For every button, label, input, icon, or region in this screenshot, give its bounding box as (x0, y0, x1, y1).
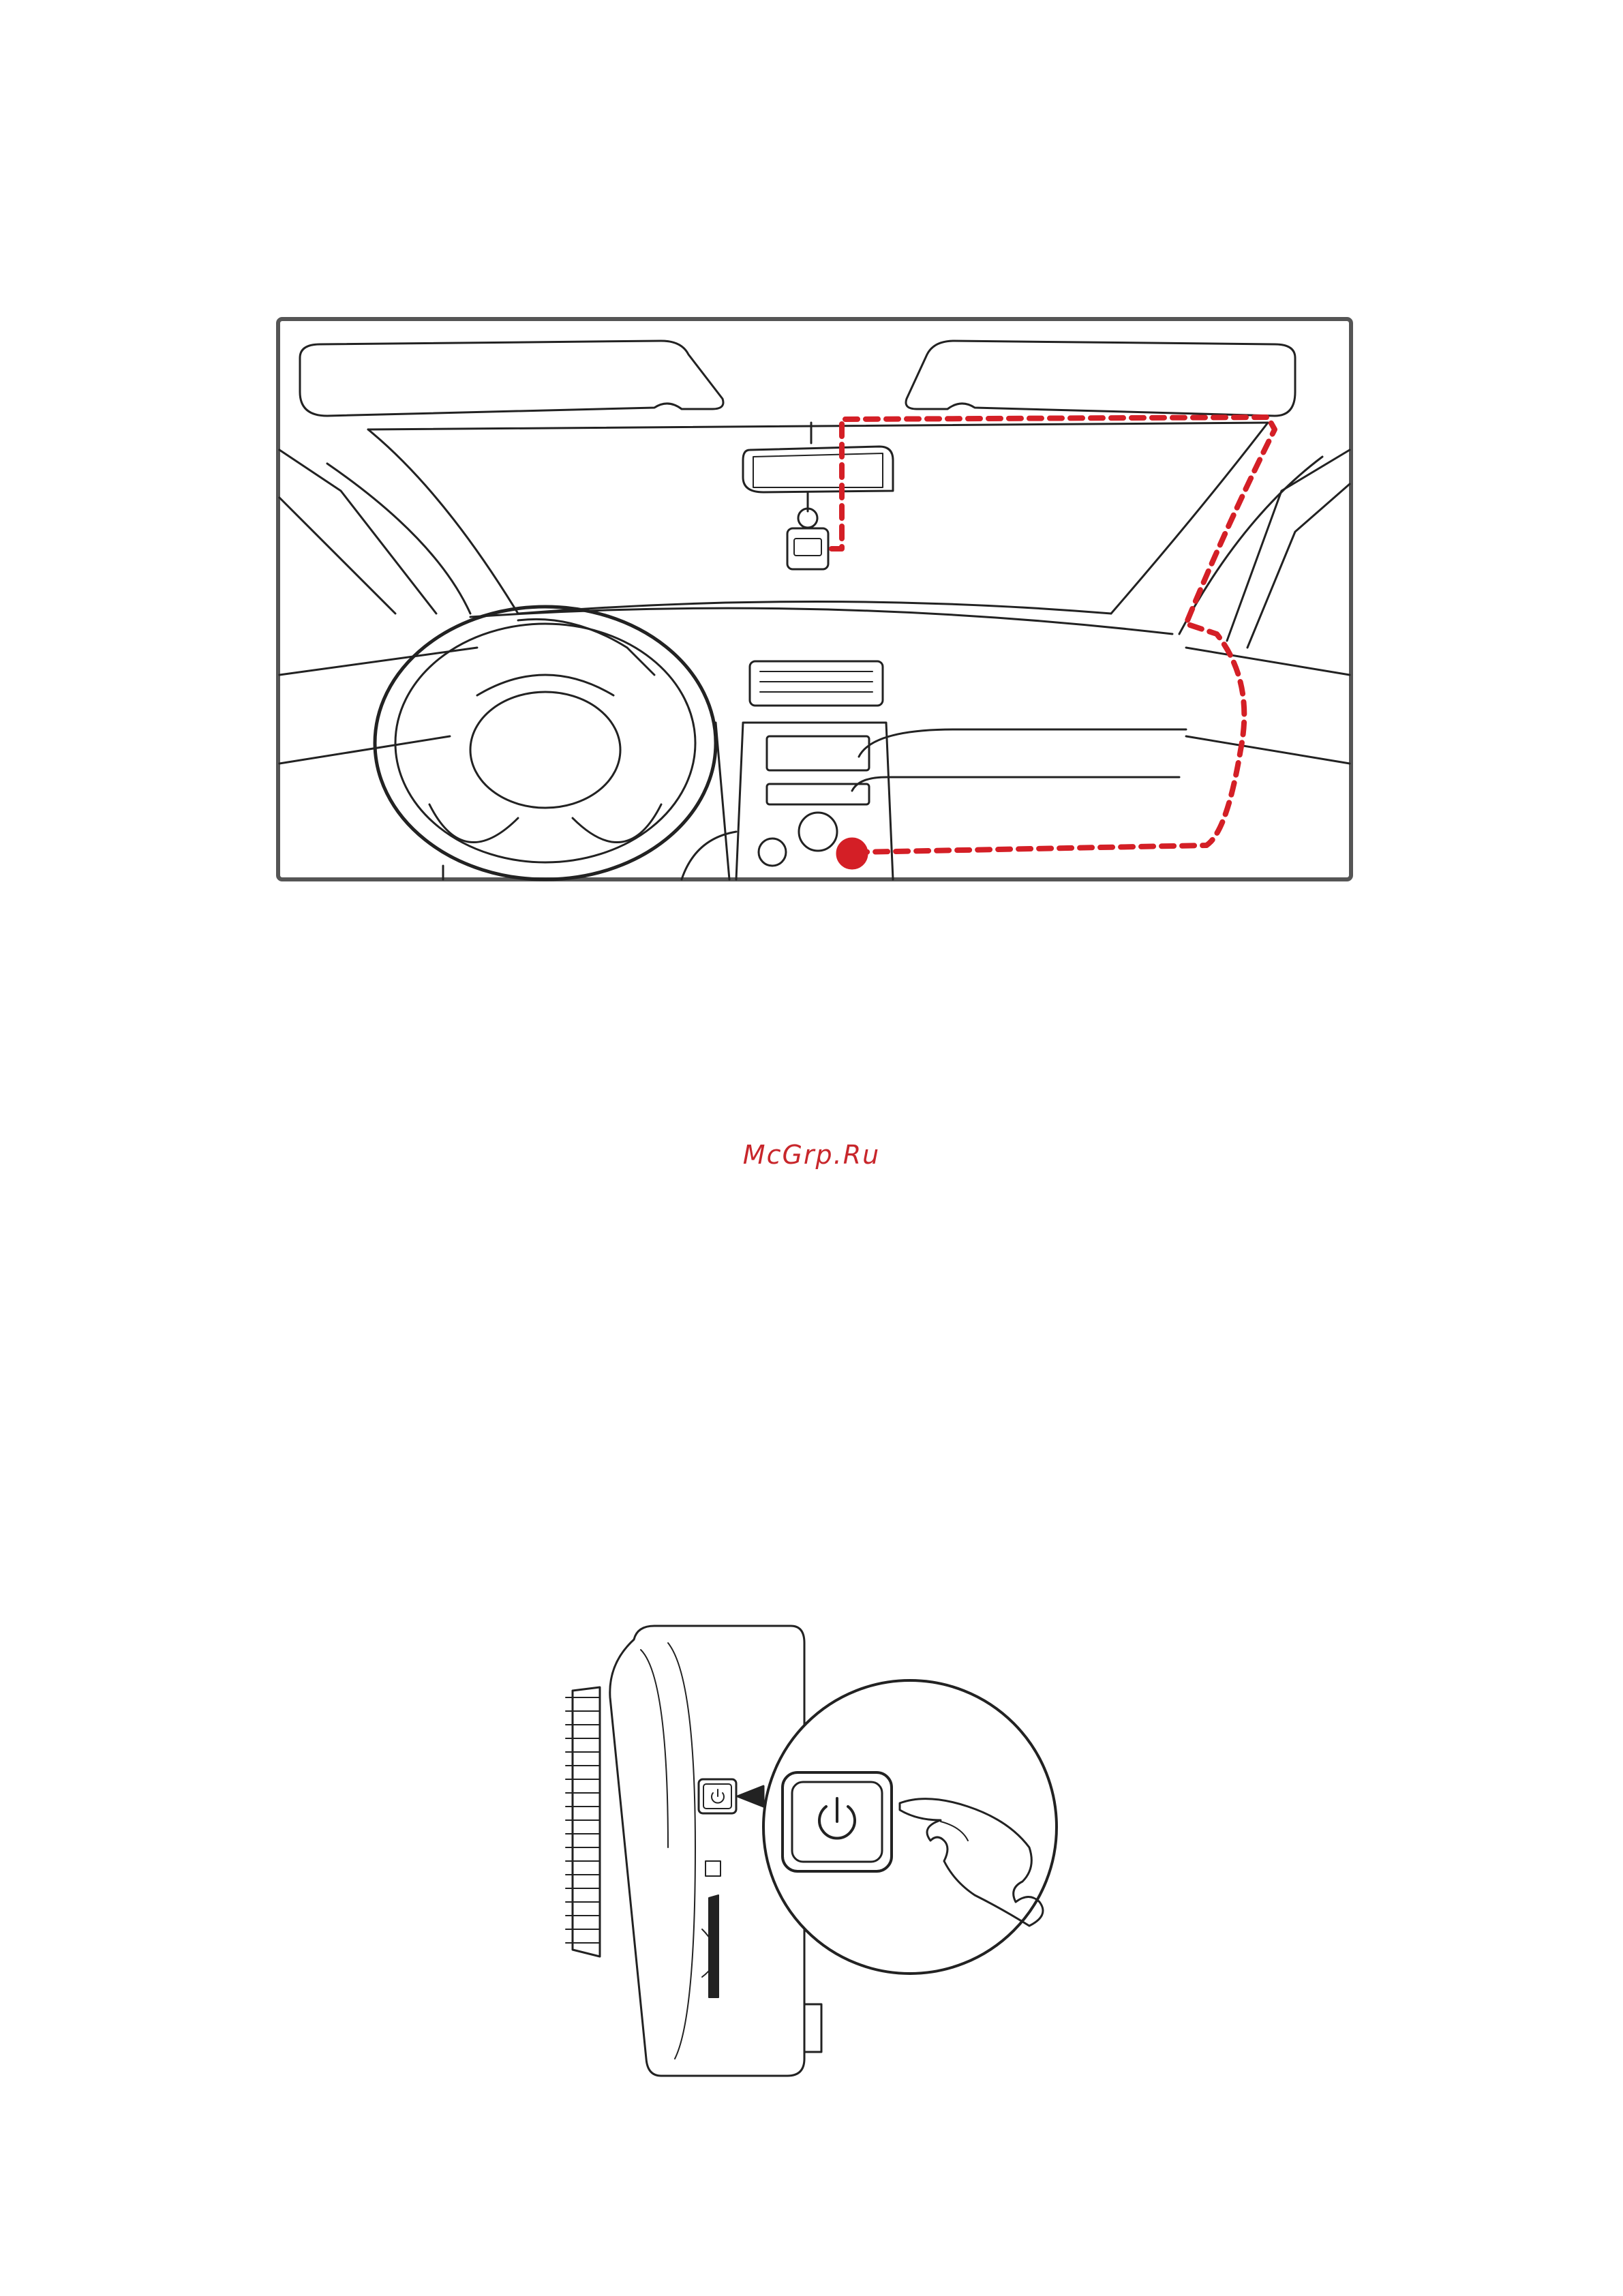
right-door-line (1227, 450, 1350, 641)
bottom-bracket (804, 2004, 821, 2052)
dashcam-lens-box (794, 539, 821, 556)
right-a-pillar (1111, 423, 1268, 614)
left-a-pillar-inner (327, 464, 470, 614)
left-sun-visor (300, 341, 723, 416)
steering-hub (470, 692, 620, 808)
lighter-socket (759, 839, 786, 866)
right-door-trim (1186, 648, 1350, 675)
dash-top-2 (470, 608, 1172, 634)
dashcam-side-illustration (559, 1622, 1070, 2086)
card-icon (706, 1861, 721, 1876)
vent-slats (760, 671, 873, 692)
callout-pointer (738, 1786, 763, 1807)
left-door-trim-low (279, 736, 450, 764)
body-contour (668, 1643, 695, 2059)
windshield-top (368, 423, 1268, 429)
steering-spoke-left (429, 804, 518, 843)
watermark-text: McGrp.Ru (0, 1140, 1623, 1170)
center-vent (750, 661, 883, 706)
column-right (716, 723, 729, 879)
car-interior-illustration (273, 314, 1356, 886)
power-button-illustration (559, 1622, 1070, 2086)
glovebox-line (859, 729, 1186, 757)
right-sun-visor (906, 341, 1295, 416)
steering-wheel-outer (375, 607, 716, 879)
cable-route-dashed (832, 417, 1275, 852)
right-door-trim-low (1186, 736, 1350, 764)
magnifier-circle (763, 1680, 1057, 1974)
left-door-line (279, 450, 436, 614)
left-door-line-2 (279, 498, 395, 614)
mirror-glass (753, 453, 883, 487)
steering-wheel-inner (395, 624, 695, 862)
radio-unit (767, 736, 869, 770)
dash-top (518, 602, 1111, 614)
left-a-pillar (368, 429, 518, 614)
frame (278, 319, 1351, 879)
car-cable-routing-illustration (273, 314, 1356, 886)
power-socket-red (837, 839, 867, 868)
power-icon-small (712, 1789, 724, 1803)
body-contour-2 (641, 1650, 668, 1847)
mount-ridges (566, 1697, 600, 1943)
right-door-line-2 (1247, 484, 1350, 648)
steering-spoke-right (573, 804, 661, 843)
gear-knob (799, 813, 837, 851)
glovebox-line-2 (852, 777, 1179, 791)
